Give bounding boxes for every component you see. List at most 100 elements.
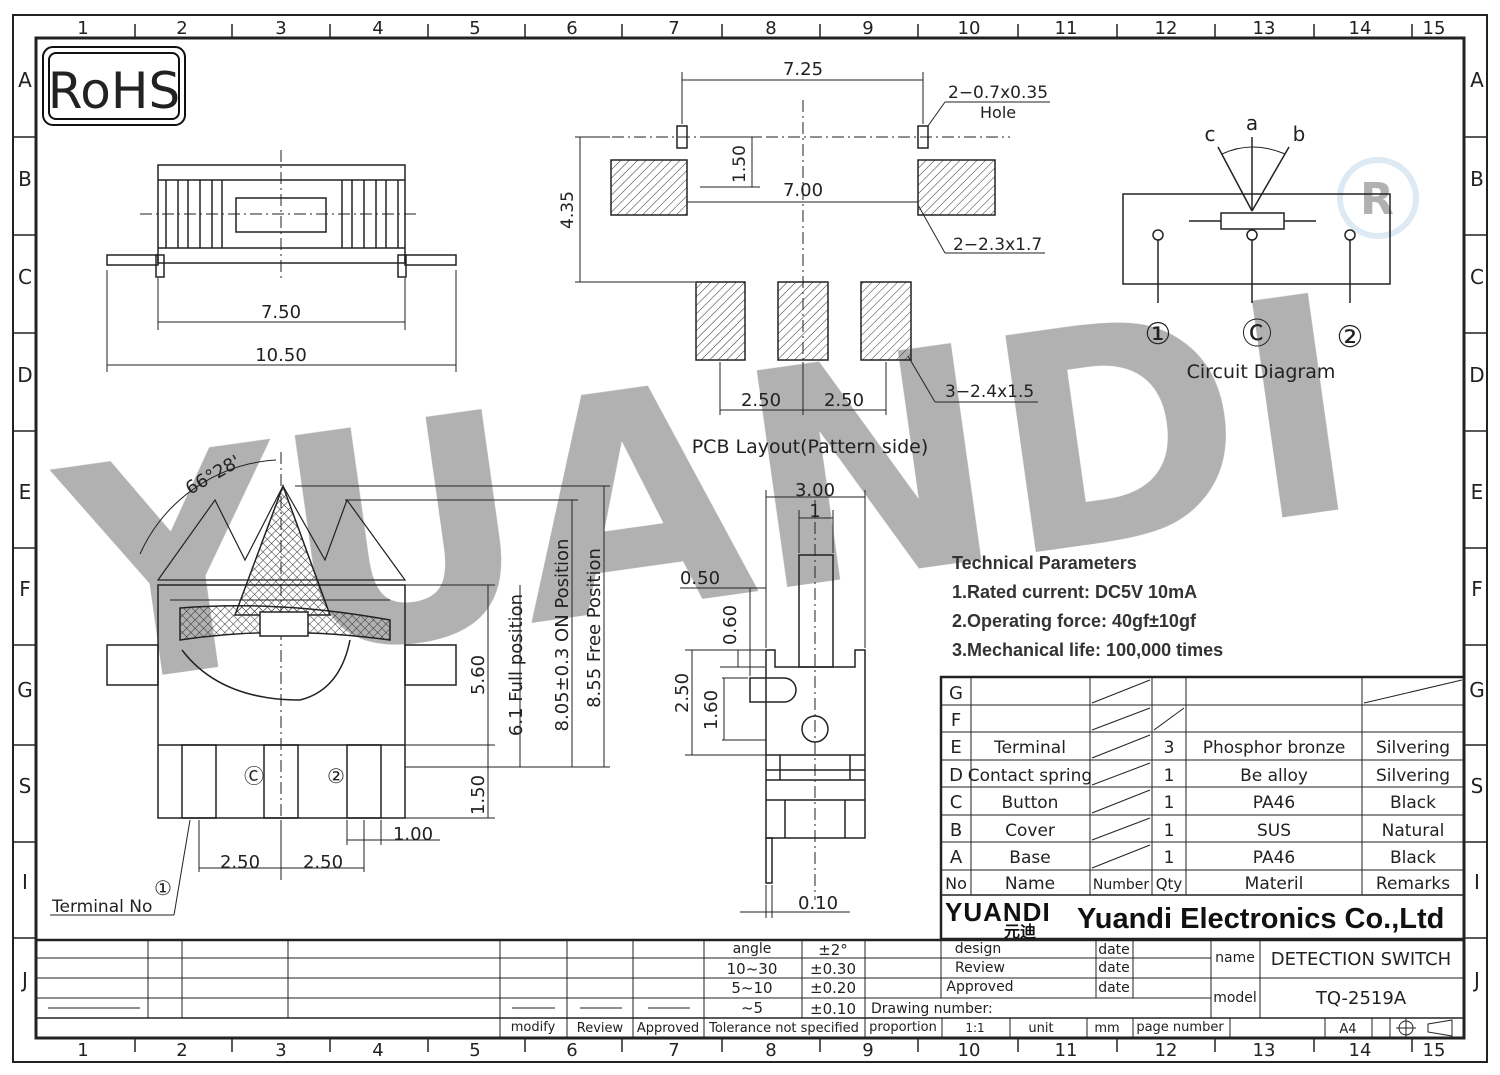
grid-row-label: B [18,167,32,191]
side-pin-1: ① [154,876,172,900]
grid-column-label: 12 [1155,1040,1178,1061]
circuit-pin-1: ① [1145,317,1172,352]
grid-column-label: 2 [176,1040,187,1061]
bom-header-qty: Qty [1156,875,1183,893]
grid-row-label: B [1470,167,1484,191]
bom-row-name: Cover [1005,821,1055,841]
pad-big-label: 2−2.3x1.7 [953,235,1042,255]
bom-row-name: Contact spring [968,766,1092,786]
date-label: date [1098,942,1130,958]
bom-row-id: A [950,847,963,868]
on-position: 8.05±0.3 ON Position [552,539,573,732]
bom-row-qty: 1 [1164,848,1175,868]
grid-row-label: J [1472,968,1480,992]
grid-column-label: 13 [1253,18,1276,39]
tech-item: 3.Mechanical life: 100,000 times [952,640,1223,660]
name-label: name [1215,950,1255,966]
grid-column-label: 3 [275,1040,286,1061]
circuit-c: c [1205,122,1216,146]
grid-row-label: E [1471,480,1484,504]
grid-column-label: 1 [77,18,88,39]
bom-row-id: D [949,765,963,786]
bom-row-id: C [950,792,963,813]
tech-item: 2.Operating force: 40gf±10gf [952,611,1197,631]
grid-row-label: A [1470,68,1484,92]
tech-title: Technical Parameters [952,553,1137,573]
unit-label: unit [1028,1021,1053,1036]
rohs-logo: RoHS [42,46,186,126]
rohs-text: RoHS [48,62,180,120]
terminal-no: Terminal No [51,897,152,917]
date-label: date [1098,980,1130,996]
grid-column-label: 3 [275,18,286,39]
grid-column-label: 15 [1423,1040,1446,1061]
review-label: Review [577,1021,624,1036]
circuit-pin-c: Ⓒ [1242,317,1272,352]
dim-hole-spacing: 7.25 [783,59,823,80]
grid-row-label: J [20,968,28,992]
grid-column-label: 9 [862,1040,873,1061]
circuit-pin-2: ② [1337,320,1364,355]
grid-row-label: I [22,870,28,894]
dim-0-50: 0.50 [680,568,720,589]
grid-column-label: 14 [1349,18,1372,39]
bom-row-name: Button [1002,793,1059,813]
tol-2: ±0.20 [810,979,856,997]
range-3: ~5 [741,999,763,1017]
circuit-a: a [1246,111,1258,135]
grid-row-label: E [19,480,32,504]
grid-row-label: I [1474,870,1480,894]
bom-row-material: Be alloy [1240,766,1308,786]
circuit-diagram [1122,137,1391,303]
dim-front-2-50: 2.50 [672,673,693,713]
grid-column-label: 5 [469,18,480,39]
range-1: 10~30 [727,960,778,978]
grid-row-label: C [18,265,32,289]
bom-row-name: Terminal [993,738,1066,758]
dim-outer-width: 10.50 [255,345,307,366]
grid-row-label: D [1469,363,1484,387]
bom-row-remarks: Black [1390,848,1436,868]
range-2: 5~10 [731,979,772,997]
top-view [106,150,457,372]
bom-row-remarks: Black [1390,793,1436,813]
grid-row-label: A [18,68,32,92]
dim-7-00: 7.00 [783,180,823,201]
pad-small-label: 3−2.4x1.5 [945,382,1034,402]
unit-value: mm [1094,1021,1119,1036]
circuit-b: b [1293,122,1306,146]
grid-column-label: 4 [372,1040,383,1061]
dim-0-10: 0.10 [798,893,838,914]
pad-c [777,281,829,361]
company-name: Yuandi Electronics Co.,Ltd [1077,903,1444,935]
grid-column-label: 2 [176,18,187,39]
bom-header-material: Materil [1245,874,1304,894]
grid-row-label: G [1469,678,1485,702]
grid-column-label: 6 [566,1040,577,1061]
part-name: DETECTION SWITCH [1271,949,1451,970]
tolerance-note: Tolerance not specified [708,1021,859,1036]
date-label: date [1098,960,1130,976]
grid-column-label: 8 [765,1040,776,1061]
bom-row-qty: 1 [1164,821,1175,841]
scale-value: 1:1 [965,1021,984,1035]
grid-column-label: 4 [372,18,383,39]
model-label: model [1213,990,1257,1006]
bom-row-material: PA46 [1253,848,1295,868]
bom-row-name: Base [1009,848,1050,868]
pcb-layout [575,72,1050,415]
bom-row-qty: 3 [1164,738,1175,758]
page-number-label: page number [1136,1020,1224,1035]
model-number: TQ-2519A [1315,988,1407,1009]
grid-column-label: 11 [1055,18,1078,39]
grid-row-label: G [17,678,33,702]
title-block [36,938,1464,1038]
bom-row-id: E [950,737,961,758]
grid-column-label: 15 [1423,18,1446,39]
bom-header-remarks: Remarks [1376,874,1450,894]
bom-row-remarks: Silvering [1376,738,1450,758]
dim-1-50: 1.50 [730,145,750,183]
